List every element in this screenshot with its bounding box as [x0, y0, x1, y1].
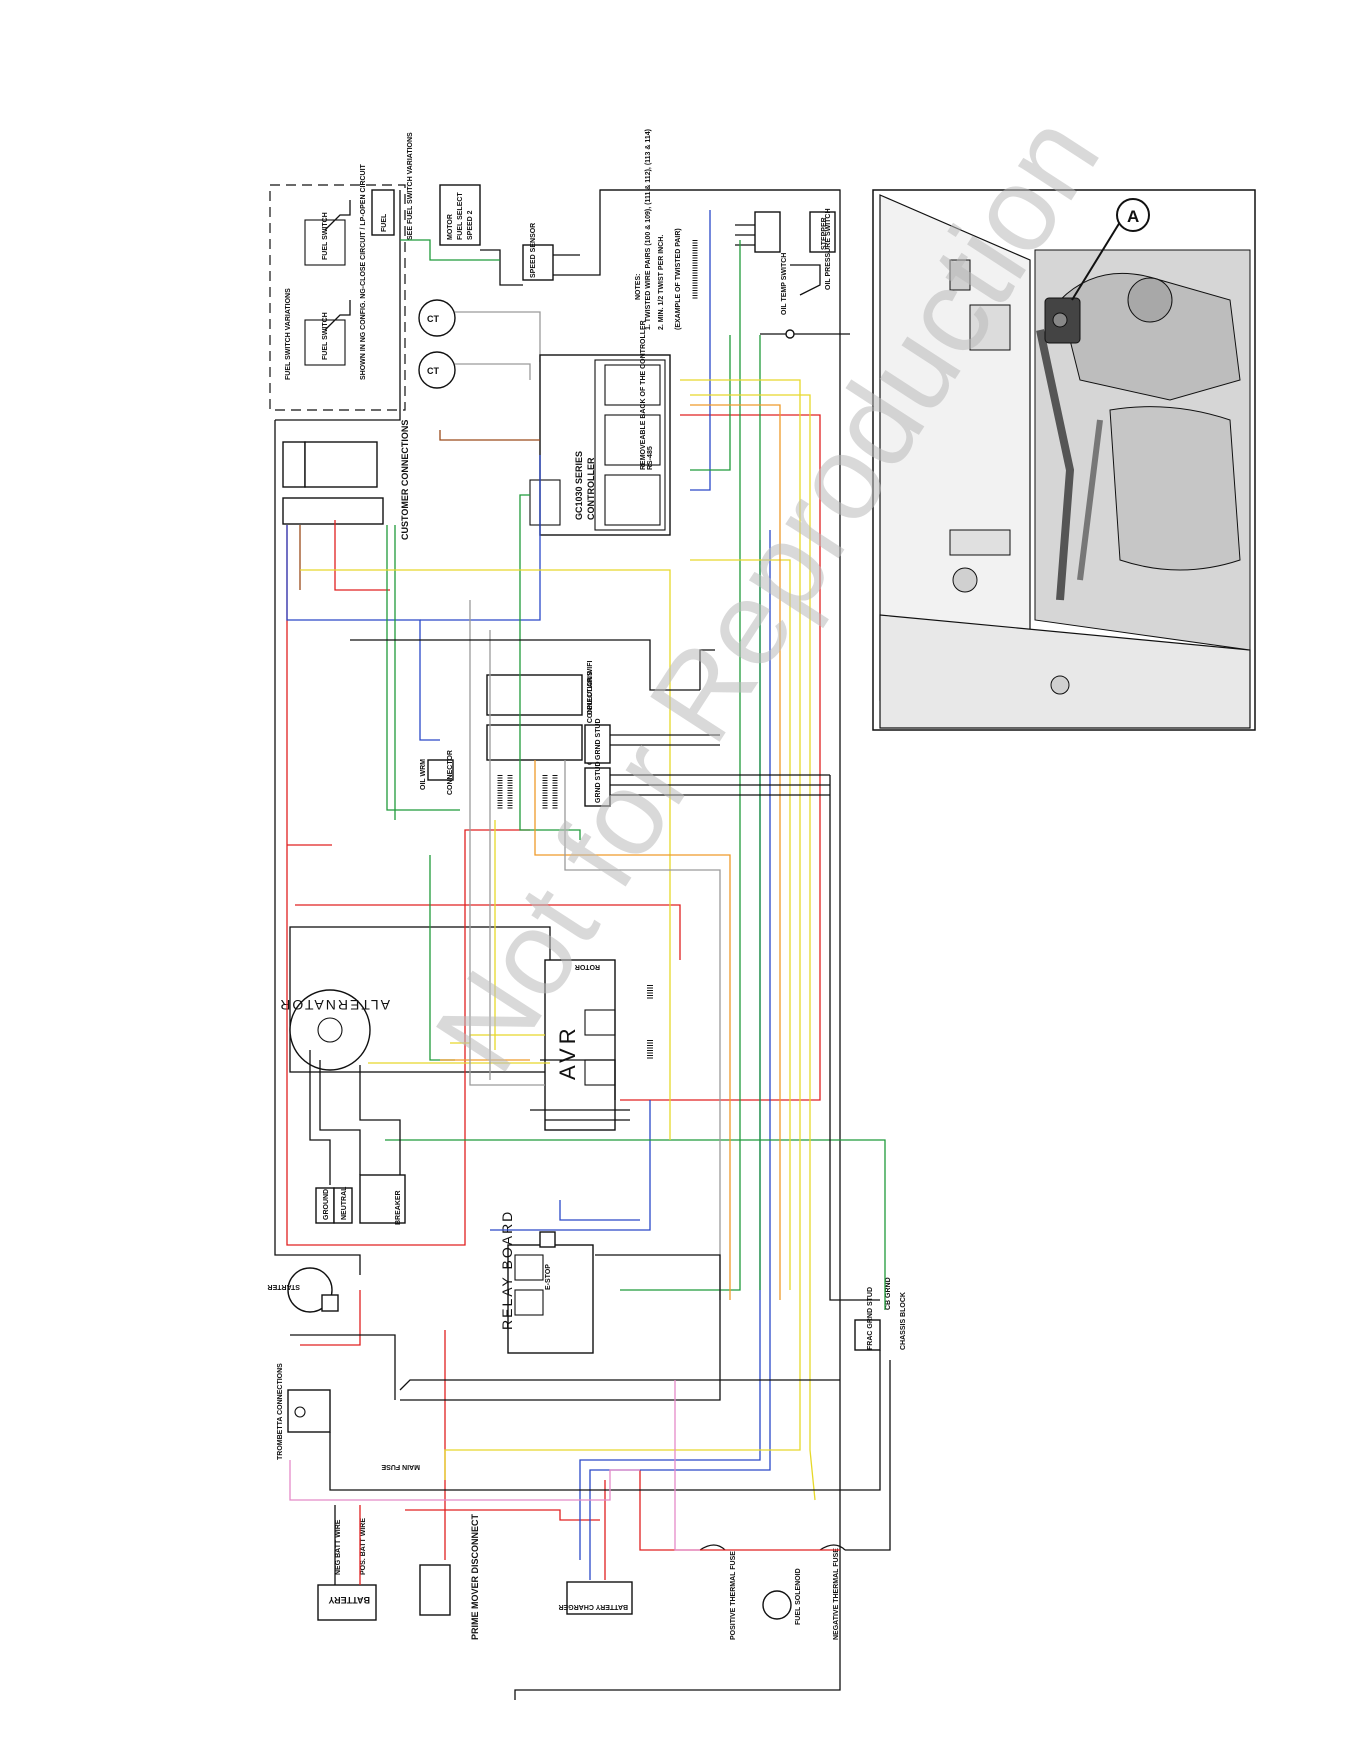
battery-icon	[317, 1584, 377, 1621]
reference-photo: A	[872, 189, 1256, 731]
see-variations-note: SEE FUEL SWITCH VARIATIONS	[407, 132, 414, 240]
controller-back-note: REMOVEABLE BACK OF THE CONTROLLER	[640, 320, 647, 470]
notes-example: (EXAMPLE OF TWISTED PAIR)	[675, 228, 682, 330]
connector-label: CONNECTOR	[447, 750, 454, 795]
customer-connections-label-2: CUSTOMER CONNECTIONS	[587, 671, 594, 765]
speed-sensor-label: SPEED SENSOR	[530, 223, 537, 278]
positive-thermal-fuse-label: POSITIVE THERMAL FUSE	[730, 1551, 737, 1640]
negative-thermal-fuse-label: NEGATIVE THERMAL FUSE	[833, 1548, 840, 1640]
notes-line1: 1. TWISTED WIRE PAIRS (100 & 109), (111 …	[645, 129, 652, 330]
notes-title: NOTES:	[635, 274, 642, 300]
cellular-wifi-block: CELLULAR WIFI CUSTOMER CONNECTIONS GRND …	[486, 661, 611, 810]
pos-batt-wire-label: POS. BATT WIRE	[360, 1518, 367, 1575]
avr-block: AVR ROTOR	[544, 959, 653, 1131]
fuel-solenoid-icon	[762, 1590, 792, 1620]
main-fuse-label: MAIN FUSE	[381, 1463, 420, 1470]
customer-connections-upper: CUSTOMER CONNECTIONS	[282, 420, 410, 540]
ct-label-1: CT	[427, 314, 439, 324]
oil-temp-switch-label: OIL TEMP SWITCH	[781, 253, 788, 315]
engine-block-label: CHASSIS BLOCK	[900, 1292, 907, 1350]
relay-board-label: RELAY BOARD	[499, 1210, 515, 1330]
alternator-label: ALTERNATOR	[278, 997, 390, 1013]
fuel-switch-variations-title: FUEL SWITCH VARIATIONS	[285, 288, 292, 380]
ct-sensor-1	[418, 299, 456, 337]
customer-connections-title: CUSTOMER CONNECTIONS	[400, 420, 410, 540]
battery-block: BATTERY NEG BATT WIRE POS. BATT WIRE	[317, 1505, 377, 1621]
fuel-switch-label-2: FUEL SWITCH	[322, 312, 329, 360]
trombetta-label: TROMBETTA CONNECTIONS	[277, 1363, 284, 1460]
oil-pressure-switch-label: OIL PRESSURE SWITCH	[825, 208, 832, 290]
prime-mover-label: PRIME MOVER DISCONNECT	[470, 1513, 480, 1640]
ct-sensor-2	[418, 351, 456, 389]
fuel-switch-label-1: FUEL SWITCH	[322, 212, 329, 260]
grnd-stud-label-2: GRND STUD	[595, 761, 602, 803]
chassis-ground-label: FRAC GRND STUD	[867, 1287, 874, 1350]
notes-line2: 2. MIN. 1/2 TWIST PER INCH.	[658, 235, 665, 330]
notes: NOTES: 1. TWISTED WIRE PAIRS (100 & 109)…	[635, 129, 698, 330]
ct-label-2: CT	[427, 366, 439, 376]
rs485-label: RS-485	[647, 446, 654, 470]
avr-label: AVR	[555, 1024, 580, 1080]
ng-circuit-note: SHOWN IN NG CONFIG. NG-CLOSE CIRCUIT / L…	[360, 163, 367, 380]
ground-label: GROUND	[323, 1189, 330, 1220]
output-terminals: GROUND NEUTRAL BREAKER	[315, 1174, 406, 1225]
fuel-switch-variations: FUEL SWITCH FUEL SWITCH FUEL SWITCH VARI…	[269, 163, 406, 411]
stepper-label: STEPPER	[821, 217, 828, 250]
battery-charger: BATTERY CHARGER	[559, 1581, 633, 1615]
neg-batt-wire-label: NEG BATT WIRE	[335, 1519, 342, 1575]
motor-label: MOTOR	[447, 214, 454, 240]
starter-block: STARTER TROMBETTA CONNECTIONS MAIN FUSE	[267, 1267, 420, 1470]
relay-board: RELAY BOARD E-STOP	[499, 1210, 594, 1354]
estop-label: E-STOP	[545, 1264, 552, 1290]
oil-wrm-connector: OIL WRM CONNECTOR	[420, 750, 454, 795]
callout-a-circle	[1116, 198, 1150, 232]
fuel-label: FUEL	[381, 213, 388, 232]
fuel-select-label: FUEL SELECT	[457, 192, 464, 240]
controller-name: CONTROLLER	[586, 457, 596, 520]
cb-grnd-label: CB GRND	[885, 1277, 892, 1310]
battery-label: BATTERY	[329, 1595, 371, 1605]
speed2-label: SPEED 2	[467, 210, 474, 240]
fuel-select-block: FUEL MOTOR FUEL SELECT SPEED 2 SEE FUEL …	[371, 132, 840, 286]
ct-sensors: CT CT	[418, 299, 541, 389]
breaker-label: BREAKER	[395, 1190, 402, 1225]
thermal-fuses: POSITIVE THERMAL FUSE NEGATIVE THERMAL F…	[699, 1544, 846, 1640]
neutral-label: NEUTRAL	[341, 1186, 348, 1220]
gc1030-controller: GC1030 SERIES CONTROLLER REMOVEABLE BACK…	[529, 320, 671, 536]
prime-mover-disconnect: PRIME MOVER DISCONNECT	[419, 1513, 480, 1640]
controller-series: GC1030 SERIES	[574, 451, 584, 520]
stepper-block: STEPPER OIL PRESSURE SWITCH OIL TEMP SWI…	[735, 208, 850, 339]
callout-a-letter: A	[1127, 207, 1139, 226]
starter-motor-circle	[287, 1267, 333, 1313]
fuel-solenoid-label: FUEL SOLENOID	[795, 1568, 802, 1625]
oil-wrm-label: OIL WRM	[420, 759, 427, 790]
harness-wires	[274, 189, 891, 1700]
battery-charger-label: BATTERY CHARGER	[559, 1603, 628, 1610]
grnd-stud-label-1: GRND STUD	[595, 718, 602, 760]
rotor-label: ROTOR	[575, 963, 600, 970]
cellular-wifi-label: CELLULAR WIFI	[587, 661, 594, 715]
chassis-ground: FRAC GRND STUD CHASSIS BLOCK CB GRND	[854, 1277, 907, 1351]
starter-label: STARTER	[267, 1283, 300, 1290]
